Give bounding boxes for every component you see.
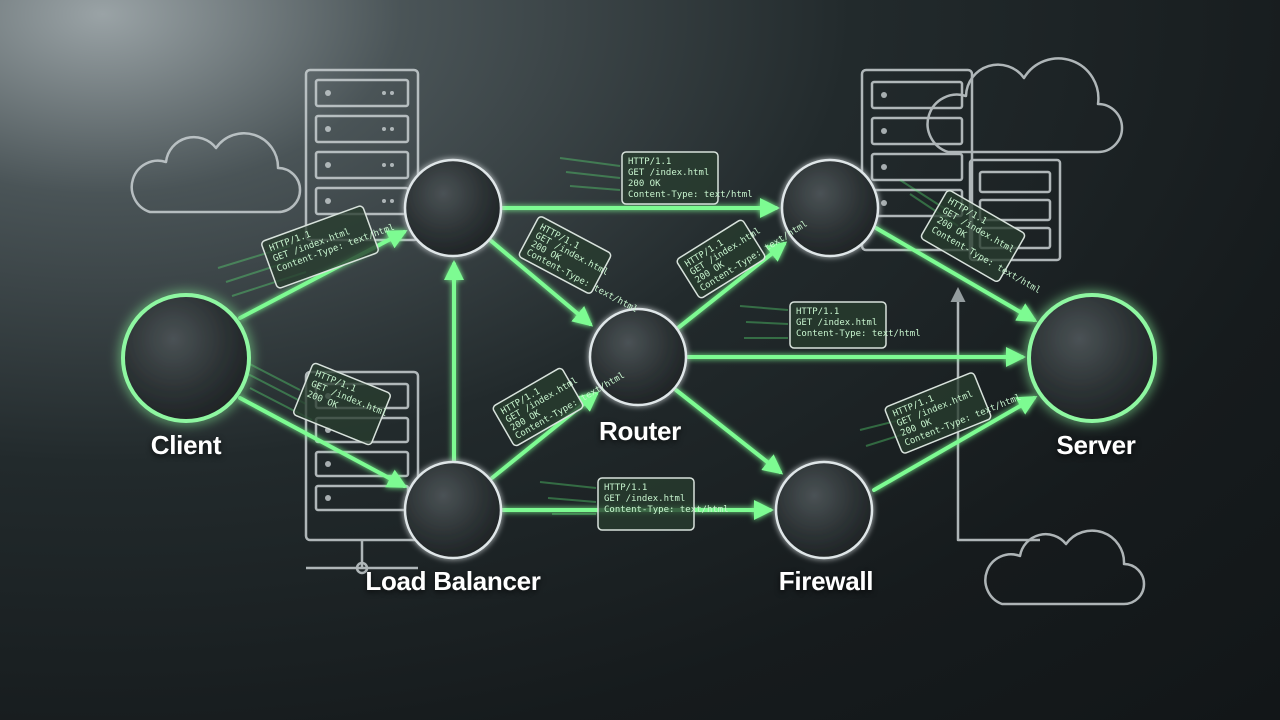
- packet-line: GET /index.html: [796, 318, 877, 328]
- packet-line: Content-Type: text/html: [796, 329, 921, 339]
- label-client: Client: [150, 430, 222, 460]
- packet-card-frame: [597, 477, 695, 531]
- packet-card-frame: [884, 372, 992, 454]
- label-server: Server: [1056, 430, 1136, 460]
- node-load-balancer[interactable]: [403, 460, 503, 560]
- packet-card-frame: [789, 301, 887, 349]
- packet-card-frame: [920, 189, 1026, 283]
- node-upper-right[interactable]: [780, 158, 880, 258]
- packet-card-frame: [261, 205, 379, 289]
- packet-card-frame: [293, 362, 391, 446]
- cloud-icon: [984, 529, 1146, 606]
- edge-lb-top-to-router: [488, 238, 594, 327]
- packet-card-frame: [676, 219, 766, 299]
- packet-line: Content-Type: text/html: [628, 190, 753, 200]
- packet-line: Content-Type: text/html: [604, 505, 729, 515]
- packet-line: HTTP/1.1: [796, 307, 839, 317]
- packet-line: GET /index.html: [628, 168, 709, 178]
- edge-router-to-firewall: [674, 388, 784, 475]
- edge-client-loadbalancer-bottom: [238, 396, 408, 488]
- node-load-balancer-top[interactable]: [403, 158, 503, 258]
- node-client[interactable]: [121, 293, 251, 423]
- edge-firewall-to-server: [872, 396, 1038, 492]
- node-router[interactable]: [588, 307, 688, 407]
- label-router: Router: [599, 416, 681, 446]
- node-firewall[interactable]: [774, 460, 874, 560]
- packet-card-frame: [518, 216, 612, 294]
- packet-line: GET /index.html: [604, 494, 685, 504]
- cloud-icon: [130, 132, 302, 214]
- packet-line: HTTP/1.1: [628, 157, 671, 167]
- node-server[interactable]: [1027, 293, 1157, 423]
- label-load-balancer: Load Balancer: [365, 566, 541, 596]
- packet-card-frame: [621, 151, 719, 205]
- packet-card-frame: [492, 367, 584, 447]
- packet-line: 200 OK: [628, 179, 661, 189]
- edge-router-to-top-node: [676, 241, 788, 330]
- cloud-icon: [926, 57, 1124, 154]
- edge-top-node-to-server: [874, 226, 1038, 323]
- label-firewall: Firewall: [778, 566, 874, 596]
- packet-line: HTTP/1.1: [604, 483, 647, 493]
